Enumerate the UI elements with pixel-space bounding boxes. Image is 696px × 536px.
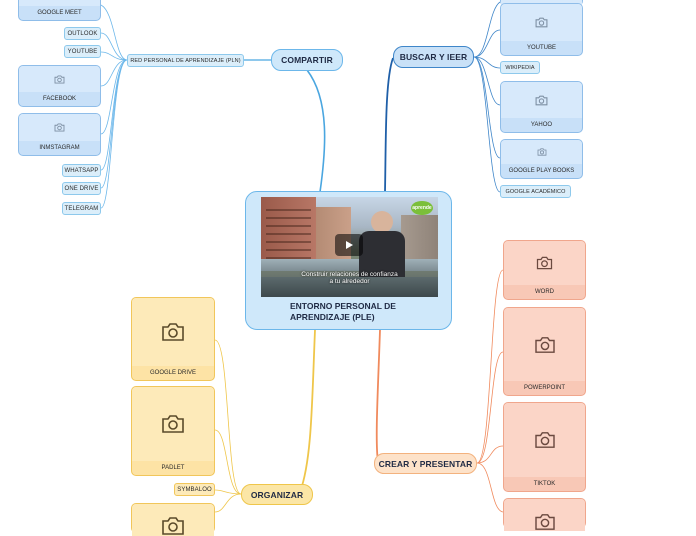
image-placeholder [501, 82, 582, 118]
card-tiktok[interactable]: TIKTOK [503, 402, 586, 492]
main-node-label: COMPARTIR [281, 55, 333, 65]
card-clipped-bottom[interactable] [503, 498, 586, 531]
image-placeholder [504, 499, 585, 531]
card-label: PADLET [161, 465, 185, 471]
card-label: GOOGLE MEET [37, 10, 82, 16]
image-placeholder [19, 0, 100, 6]
camera-icon [162, 323, 184, 341]
camera-icon [537, 148, 546, 156]
camera-icon [534, 514, 555, 530]
card-label: GOOGLE PLAY BOOKS [508, 168, 575, 174]
card-label: FACEBOOK [42, 96, 76, 102]
camera-icon [162, 415, 184, 433]
image-placeholder [132, 387, 214, 461]
card-label: POWERPOINT [523, 385, 565, 391]
node-label: OUTLOOK [67, 30, 98, 37]
image-placeholder [132, 298, 214, 366]
camera-icon [536, 256, 553, 270]
image-placeholder [501, 0, 582, 5]
card-google-play-books[interactable]: GOOGLE PLAY BOOKS [500, 139, 583, 179]
node-google-academico[interactable]: GOOGLE ACADÉMICO [500, 185, 571, 198]
node-label: ONE DRIVE [64, 185, 99, 192]
card-label: YOUTUBE [526, 45, 556, 51]
main-node-label: CREAR Y PRESENTAR [378, 458, 473, 469]
image-placeholder [501, 140, 582, 164]
camera-icon [54, 123, 65, 132]
card-instagram[interactable]: INMSTAGRAM [18, 113, 101, 156]
connector-lines [100, 1, 504, 513]
node-label: WIKIPEDIA [505, 64, 535, 71]
node-one-drive[interactable]: ONE DRIVE [62, 182, 101, 195]
node-label: GOOGLE ACADÉMICO [505, 188, 566, 195]
card-word[interactable]: WORD [503, 240, 586, 300]
central-title-line1: ENTORNO PERSONAL DE [290, 301, 396, 311]
central-title: ENTORNO PERSONAL DE APRENDIZAJE (PLE) [290, 301, 440, 323]
image-placeholder [19, 114, 100, 141]
camera-icon [535, 95, 548, 105]
card-youtube[interactable]: YOUTUBE [500, 3, 583, 56]
card-google-drive[interactable]: GOOGLE DRIVE [131, 297, 215, 381]
node-telegram[interactable]: TELEGRAM [62, 202, 101, 215]
main-node-organizar[interactable]: ORGANIZAR [241, 484, 313, 505]
video-badge: aprende [411, 201, 433, 215]
camera-icon [534, 336, 555, 353]
node-outlook[interactable]: OUTLOOK [64, 27, 101, 40]
card-label: WORD [535, 289, 554, 295]
card-label: YAHOO [530, 122, 553, 128]
central-title-line2: APRENDIZAJE (PLE) [290, 312, 375, 322]
node-symbaloo[interactable]: SYMBALOO [174, 483, 215, 496]
node-wikipedia[interactable]: WIKIPEDIA [500, 61, 540, 74]
video-caption-line1: Construir relaciones de confianza [301, 271, 398, 278]
main-node-label: BUSCAR Y lEER [399, 52, 468, 62]
card-padlet[interactable]: PADLET [131, 386, 215, 476]
node-label: YOUTUBE [67, 48, 98, 55]
main-node-buscar[interactable]: BUSCAR Y lEER [393, 46, 474, 68]
node-youtube[interactable]: YOUTUBE [64, 45, 101, 58]
video-caption: Construir relaciones de confianza a tu a… [261, 271, 438, 285]
image-placeholder [504, 241, 585, 285]
image-placeholder [19, 66, 100, 92]
video-thumbnail[interactable]: aprende Construir relaciones de confianz… [261, 197, 438, 297]
card-yahoo[interactable]: YAHOO [500, 81, 583, 133]
card-clipped-bottom-yellow[interactable] [131, 503, 215, 536]
card-google-meet[interactable]: GOOGLE MEET [18, 0, 101, 21]
node-pln[interactable]: RED PERSONAL DE APRENDIZAJE (PLN) [127, 54, 244, 67]
node-label: SYMBALOO [177, 486, 212, 493]
camera-icon [162, 517, 184, 535]
main-node-label: ORGANIZAR [250, 489, 304, 500]
play-button[interactable] [335, 234, 363, 256]
image-placeholder [504, 308, 585, 381]
card-label: TIKTOK [533, 481, 556, 487]
main-node-crear[interactable]: CREAR Y PRESENTAR [374, 453, 477, 474]
node-whatsapp[interactable]: WHATSAPP [62, 164, 101, 177]
node-label: TELEGRAM [64, 205, 99, 212]
image-placeholder [132, 504, 214, 536]
node-label: RED PERSONAL DE APRENDIZAJE (PLN) [130, 57, 241, 64]
card-label: GOOGLE DRIVE [149, 370, 196, 376]
main-node-compartir[interactable]: COMPARTIR [271, 49, 343, 71]
card-label: INMSTAGRAM [39, 145, 80, 151]
card-powerpoint[interactable]: POWERPOINT [503, 307, 586, 396]
image-placeholder [504, 403, 585, 477]
camera-icon [535, 17, 548, 28]
image-placeholder [501, 4, 582, 41]
camera-icon [534, 432, 555, 448]
central-node-ple[interactable]: aprende Construir relaciones de confianz… [245, 191, 452, 330]
play-icon [346, 241, 353, 249]
node-label: WHATSAPP [64, 167, 99, 174]
card-facebook[interactable]: FACEBOOK [18, 65, 101, 107]
camera-icon [54, 74, 65, 84]
video-caption-line2: a tu alrededor [329, 278, 370, 285]
